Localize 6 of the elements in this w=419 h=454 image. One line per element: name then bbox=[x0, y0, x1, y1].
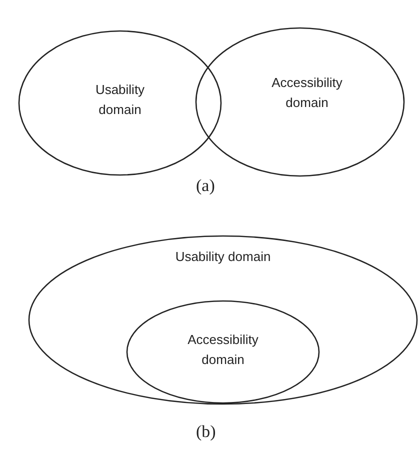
domain-label: Usability domain bbox=[174, 248, 272, 266]
domain-label: Accessibility domain bbox=[270, 74, 344, 112]
panel-label: (a) bbox=[196, 176, 215, 196]
domain-label: Usability domain bbox=[94, 81, 146, 119]
panel-label: (b) bbox=[196, 422, 216, 442]
domain-label: Accessibility domain bbox=[186, 331, 260, 369]
